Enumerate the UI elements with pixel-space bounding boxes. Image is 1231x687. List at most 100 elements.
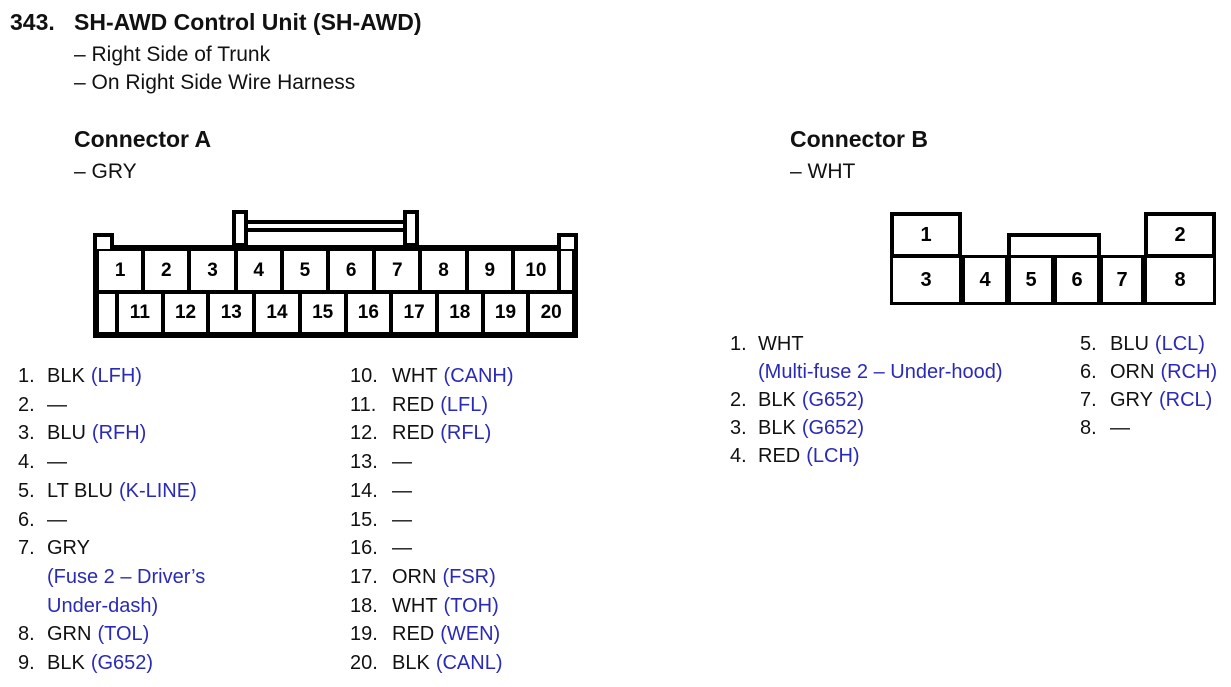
connector-a-latch-bar — [248, 220, 403, 232]
item-number: 343. — [10, 9, 55, 35]
pin-number: 13. — [350, 451, 378, 474]
pin-cell-b7: 7 — [1100, 255, 1144, 305]
wire-color: WHT — [758, 333, 804, 355]
wire-color: BLK — [47, 652, 85, 675]
pin-number: 4. — [730, 445, 747, 467]
pin-row: 18. WHT(TOH) — [350, 592, 514, 621]
pin-cell-a13: 13 — [208, 292, 255, 334]
pin-number: 12. — [350, 422, 378, 445]
wire-color: — — [392, 451, 412, 474]
pin-row: 7. GRY — [18, 534, 205, 563]
signal-name: (G652) — [801, 389, 865, 411]
signal-name: (RFH) — [91, 422, 147, 445]
wire-color: WHT — [392, 365, 438, 387]
connector-a-pin-grid: 1 2 3 4 5 6 7 8 9 10 11 12 13 14 15 16 1 — [97, 249, 575, 334]
signal-name: (K-LINE) — [118, 479, 197, 502]
wire-color: BLK — [758, 417, 796, 439]
wire-color: — — [392, 537, 412, 560]
page-title: SH-AWD Control Unit (SH-AWD) — [74, 9, 422, 35]
signal-name: (TOL) — [97, 623, 150, 646]
connector-b-diagram: 1 2 3 4 5 6 7 8 — [890, 212, 1216, 305]
pin-row: 2.— — [18, 391, 205, 420]
pin-cell-b5: 5 — [1008, 255, 1054, 305]
pin-row: 4.— — [18, 448, 205, 477]
pin-cell-b1: 1 — [890, 212, 962, 258]
pin-cell-a12: 12 — [162, 292, 209, 334]
pin-row: 5. LT BLU(K-LINE) — [18, 477, 205, 506]
wire-color: WHT — [392, 594, 438, 617]
pin-row: 5.BLU(LCL) — [1080, 330, 1217, 358]
signal-name: (LCH) — [806, 445, 860, 467]
connector-a-notch-left — [93, 233, 114, 249]
signal-name-continuation: Under-dash) — [47, 594, 159, 617]
signal-name: (G652) — [801, 417, 865, 439]
pin-row: 17.ORN(FSR) — [350, 563, 514, 592]
pin-row: 14.— — [350, 477, 514, 506]
pin-row: 3. BLU(RFH) — [18, 419, 205, 448]
pin-number: 3. — [18, 422, 35, 445]
connector-a-housing-color: – GRY — [74, 160, 137, 183]
pin-row: 19.RED(WEN) — [350, 620, 514, 649]
signal-name: (CANH) — [443, 365, 514, 387]
connector-b-pin-list-right: 5.BLU(LCL) 6.ORN(RCH) 7.GRY(RCL) 8.— — [1080, 330, 1217, 442]
pin-cell-a10: 10 — [512, 249, 560, 292]
pin-cell-a11: 11 — [117, 292, 163, 334]
wire-color: LT BLU — [47, 479, 113, 502]
pin-cell-a20: 20 — [528, 292, 575, 334]
pin-row: 10. WHT(CANH) — [350, 362, 514, 391]
pin-cell-b8: 8 — [1144, 255, 1216, 305]
pin-number: 7. — [1080, 389, 1097, 411]
pin-row: 7.GRY(RCL) — [1080, 386, 1217, 414]
signal-name: (G652) — [90, 652, 154, 675]
pin-number: 5. — [18, 479, 35, 502]
pin-number: 18. — [350, 594, 378, 617]
signal-name: (LCL) — [1154, 333, 1205, 355]
pin-number: 11. — [350, 393, 377, 416]
wire-color: ORN — [1110, 361, 1155, 383]
pin-cell-a15: 15 — [299, 292, 346, 334]
pin-cell-a14: 14 — [254, 292, 300, 334]
wire-color: ORN — [392, 565, 437, 588]
pin-number: 3. — [730, 417, 747, 439]
location-line: – Right Side of Trunk — [74, 43, 271, 66]
pin-cell-b6: 6 — [1054, 255, 1100, 305]
pin-number: 15. — [350, 508, 378, 531]
pin-cell-a6: 6 — [328, 249, 375, 292]
pin-row: 12.RED(RFL) — [350, 419, 514, 448]
pin-cell-a8: 8 — [420, 249, 467, 292]
pin-number: 10. — [350, 365, 378, 387]
pin-number: 7. — [18, 537, 35, 560]
pin-number: 8. — [18, 623, 35, 646]
pin-number: 8. — [1080, 417, 1097, 439]
pin-row: 13. — — [350, 448, 514, 477]
pin-number: 1. — [18, 365, 35, 387]
connector-a-pin-row-top: 1 2 3 4 5 6 7 8 9 10 — [97, 249, 575, 292]
connector-a-title: Connector A — [74, 126, 212, 152]
wire-color: — — [392, 479, 412, 502]
pin-row: 8.GRN(TOL) — [18, 620, 205, 649]
signal-name: (LFL) — [440, 393, 489, 416]
pin-number: 4. — [18, 451, 35, 474]
pin-number: 20. — [350, 652, 378, 675]
pin-number: 16. — [350, 537, 378, 560]
pin-number: 2. — [730, 389, 747, 411]
pin-row: 8. — — [1080, 414, 1217, 442]
pin-row: 1.WHT — [730, 330, 1003, 358]
pin-number: 19. — [350, 623, 378, 646]
connector-a-diagram: 1 2 3 4 5 6 7 8 9 10 11 12 13 14 15 16 1 — [93, 208, 578, 338]
signal-name: (TOH) — [443, 594, 499, 617]
pin-number: 9. — [18, 652, 35, 675]
pin-row: 11.RED(LFL) — [350, 391, 514, 420]
connector-a-notch-right — [557, 233, 578, 249]
pin-row: 3. BLK(G652) — [730, 414, 1003, 442]
wire-color: BLU — [47, 422, 86, 445]
blank-cell — [97, 292, 117, 334]
pin-cell-a3: 3 — [189, 249, 236, 292]
wire-color: — — [1110, 417, 1130, 439]
wire-color: — — [47, 508, 67, 531]
pin-row: 16. — — [350, 534, 514, 563]
wire-color: GRY — [1110, 389, 1153, 411]
wire-color: GRY — [47, 537, 90, 560]
signal-name: (RCH) — [1160, 361, 1218, 383]
